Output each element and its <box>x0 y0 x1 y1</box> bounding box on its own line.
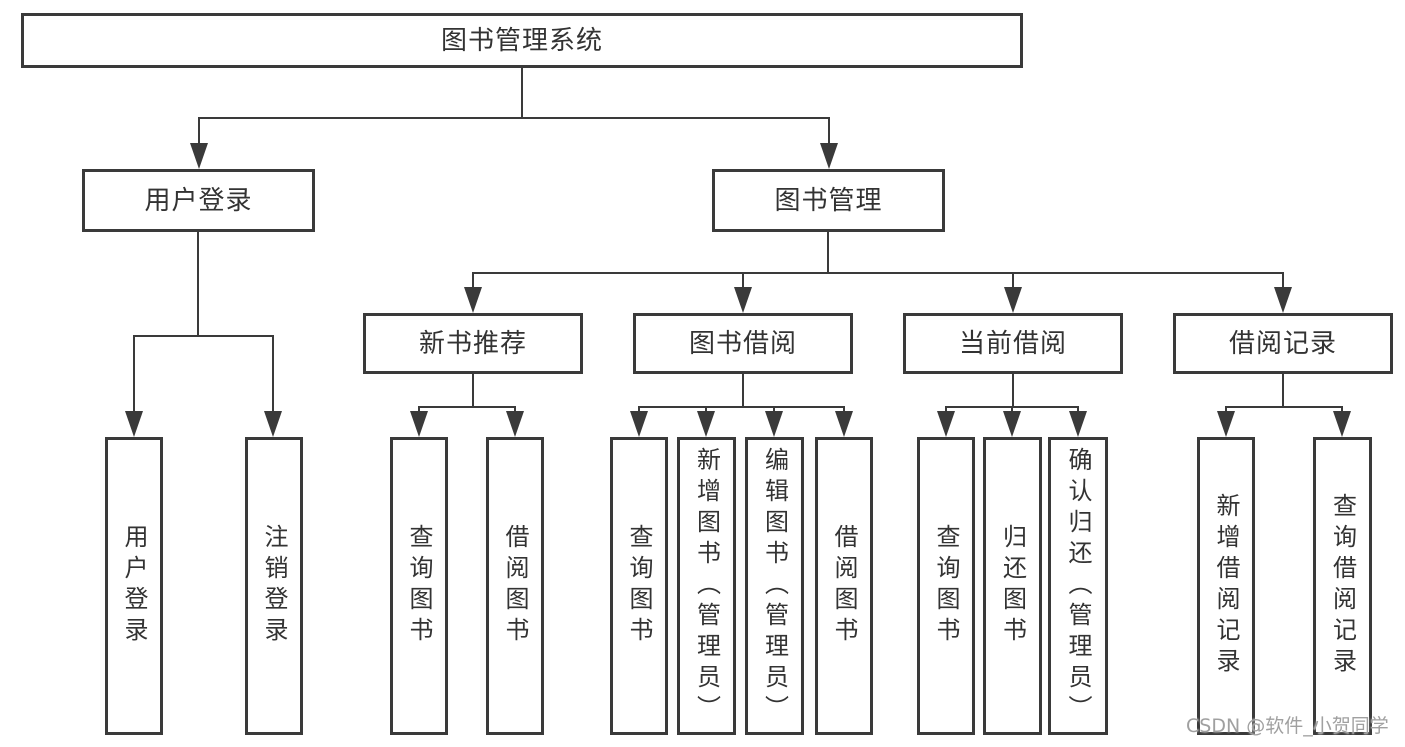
leaf-logout-label: 注销登录 <box>260 524 288 648</box>
node-book-borrow: 图书借阅 <box>633 313 853 374</box>
leaf-edit-book-admin-label: 编辑图书（管理员） <box>760 446 789 726</box>
connector-arrow-line <box>1011 406 1013 414</box>
node-current-borrow: 当前借阅 <box>903 313 1123 374</box>
leaf-query-books-current: 查询图书 <box>917 437 975 735</box>
connector-arrow-line <box>1225 406 1227 414</box>
connector-arrow-leaf-user-login-line <box>133 335 135 412</box>
arrow-down-icon <box>937 411 955 437</box>
connector-arrow-user-login-line <box>198 117 200 144</box>
csdn-watermark: CSDN @软件_小贺同学 <box>1186 715 1389 737</box>
arrow-down-icon <box>464 287 482 313</box>
arrow-down-icon <box>1333 411 1351 437</box>
leaf-add-borrow-record: 新增借阅记录 <box>1197 437 1255 735</box>
connector-user-login-rail <box>133 335 274 337</box>
connector-level3-rail <box>472 272 1284 274</box>
connector-arrow-line <box>1341 406 1343 414</box>
arrow-down-icon <box>125 411 143 437</box>
node-root: 图书管理系统 <box>21 13 1023 68</box>
connector-new-book-rail <box>418 406 516 408</box>
leaf-query-borrow-record: 查询借阅记录 <box>1313 437 1372 735</box>
leaf-add-book-admin-label: 新增图书（管理员） <box>692 446 721 726</box>
leaf-borrow-books-label: 借阅图书 <box>830 524 858 648</box>
node-new-book-recommend: 新书推荐 <box>363 313 583 374</box>
leaf-user-login-label: 用户登录 <box>120 524 148 648</box>
leaf-query-books-borrow-label: 查询图书 <box>625 524 653 648</box>
leaf-add-book-admin: 新增图书（管理员） <box>677 437 736 735</box>
leaf-return-book: 归还图书 <box>983 437 1042 735</box>
node-current-borrow-label: 当前借阅 <box>958 328 1067 359</box>
connector-arrow-line <box>514 406 516 414</box>
connector-borrow-records-rail <box>1225 406 1343 408</box>
leaf-add-borrow-record-label: 新增借阅记录 <box>1212 493 1240 679</box>
connector-arrow-new-book-line <box>472 272 474 288</box>
leaf-query-books-recommend: 查询图书 <box>390 437 448 735</box>
leaf-borrow-books: 借阅图书 <box>815 437 873 735</box>
connector-arrow-book-mgmt-line <box>828 117 830 144</box>
arrow-down-icon <box>1003 411 1021 437</box>
arrow-down-icon <box>1217 411 1235 437</box>
leaf-confirm-return-admin-label: 确认归还（管理员） <box>1064 446 1092 726</box>
connector-arrow-current-borrow-line <box>1012 272 1014 288</box>
node-root-label: 图书管理系统 <box>440 25 603 56</box>
leaf-return-book-label: 归还图书 <box>998 524 1027 648</box>
connector-root-stem <box>521 68 523 118</box>
arrow-down-icon <box>630 411 648 437</box>
connector-borrow-records-stem <box>1282 374 1284 408</box>
arrow-down-icon <box>1274 287 1292 313</box>
node-book-borrow-label: 图书借阅 <box>688 328 797 359</box>
leaf-query-books-borrow: 查询图书 <box>610 437 668 735</box>
leaf-borrow-books-recommend-label: 借阅图书 <box>501 524 529 648</box>
arrow-down-icon <box>697 411 715 437</box>
arrow-down-icon <box>410 411 428 437</box>
connector-level2-rail <box>198 117 830 119</box>
arrow-down-icon <box>734 287 752 313</box>
node-borrow-records: 借阅记录 <box>1173 313 1393 374</box>
leaf-logout: 注销登录 <box>245 437 303 735</box>
connector-arrow-line <box>843 406 845 414</box>
connector-arrow-line <box>705 406 707 414</box>
connector-book-borrow-stem <box>742 374 744 408</box>
connector-arrow-line <box>638 406 640 414</box>
connector-arrow-line <box>1077 406 1079 414</box>
connector-current-borrow-stem <box>1012 374 1014 408</box>
leaf-borrow-books-recommend: 借阅图书 <box>486 437 544 735</box>
connector-new-book-stem <box>472 374 474 408</box>
arrow-down-icon <box>1069 411 1087 437</box>
connector-arrow-book-borrow-line <box>742 272 744 288</box>
connector-arrow-line <box>945 406 947 414</box>
node-user-login: 用户登录 <box>82 169 315 232</box>
leaf-user-login: 用户登录 <box>105 437 163 735</box>
connector-arrow-leaf-logout-line <box>272 335 274 412</box>
arrow-down-icon <box>264 411 282 437</box>
node-new-book-recommend-label: 新书推荐 <box>418 328 527 359</box>
node-book-management-label: 图书管理 <box>774 185 883 216</box>
node-user-login-label: 用户登录 <box>144 185 253 216</box>
connector-arrow-line <box>773 406 775 414</box>
arrow-down-icon <box>765 411 783 437</box>
leaf-edit-book-admin: 编辑图书（管理员） <box>745 437 804 735</box>
connector-arrow-borrow-records-line <box>1282 272 1284 288</box>
leaf-query-borrow-record-label: 查询借阅记录 <box>1328 493 1357 679</box>
node-book-management: 图书管理 <box>712 169 945 232</box>
connector-book-mgmt-stem <box>827 232 829 272</box>
arrow-down-icon <box>835 411 853 437</box>
connector-book-borrow-rail <box>638 406 845 408</box>
leaf-query-books-current-label: 查询图书 <box>932 524 960 648</box>
arrow-down-icon <box>1004 287 1022 313</box>
node-borrow-records-label: 借阅记录 <box>1228 328 1337 359</box>
arrow-down-icon <box>190 143 208 169</box>
connector-arrow-line <box>418 406 420 414</box>
arrow-down-icon <box>506 411 524 437</box>
leaf-query-books-recommend-label: 查询图书 <box>405 524 433 648</box>
arrow-down-icon <box>820 143 838 169</box>
connector-user-login-stem <box>197 232 199 335</box>
leaf-confirm-return-admin: 确认归还（管理员） <box>1048 437 1108 735</box>
